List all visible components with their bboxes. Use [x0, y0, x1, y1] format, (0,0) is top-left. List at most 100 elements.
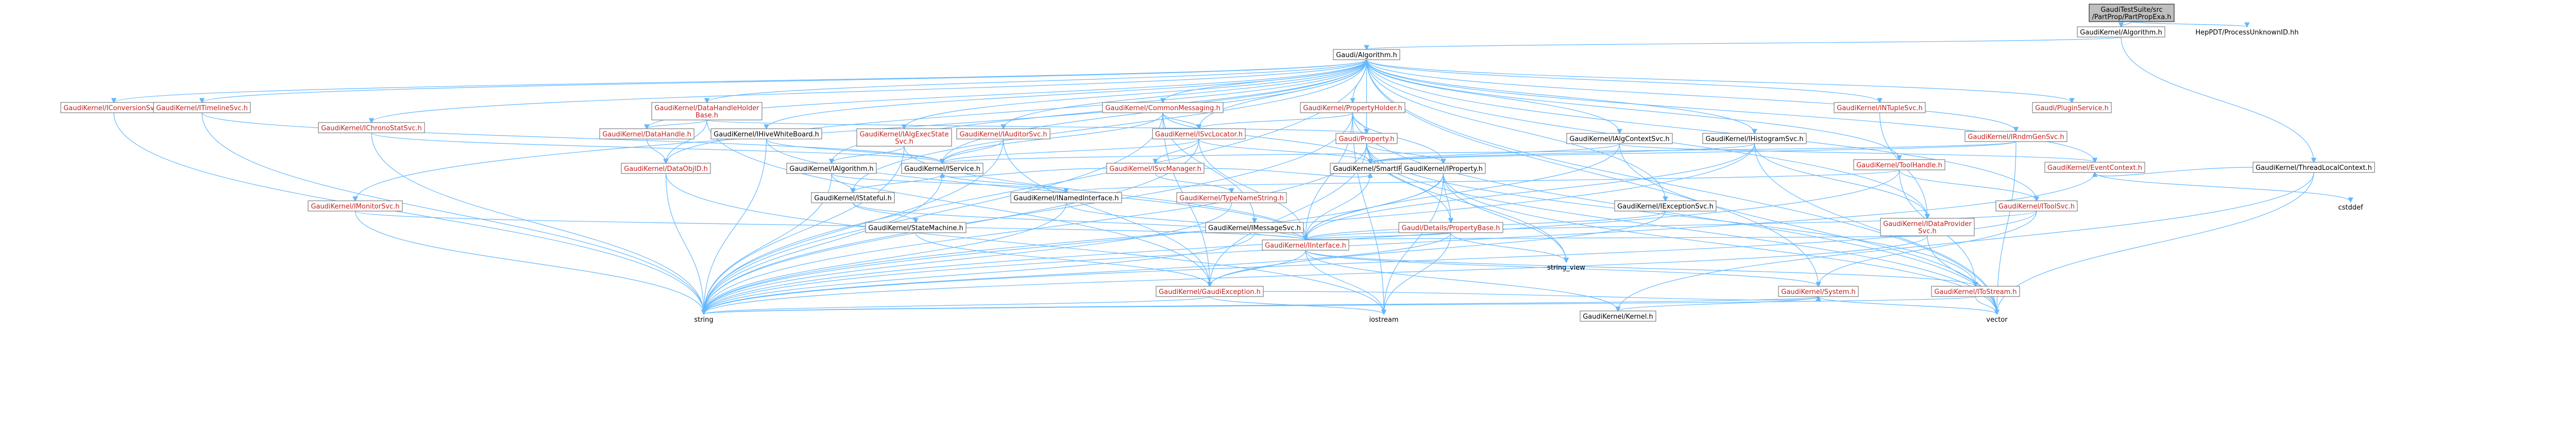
edge-imsg-to-iinterface — [1254, 232, 1306, 240]
node-plugin[interactable]: Gaudi/PluginService.h — [2032, 102, 2112, 113]
node-intuple[interactable]: GaudiKernel/INTupleSvc.h — [1834, 102, 1926, 113]
node-datahandle[interactable]: GaudiKernel/DataHandle.h — [599, 128, 694, 140]
node-itimeline[interactable]: GaudiKernel/ITimelineSvc.h — [153, 102, 251, 113]
edge — [1997, 141, 2016, 314]
edge — [1370, 143, 1755, 163]
node-string: string — [694, 316, 713, 324]
edge-irndm-to-iservice — [942, 141, 2016, 163]
edge — [1254, 232, 1306, 240]
node-smartif[interactable]: GaudiKernel/SmartIF.h — [1330, 163, 1411, 174]
node-dataobjid[interactable]: GaudiKernel/DataObjID.h — [621, 163, 711, 174]
node-label: GaudiKernel/INTupleSvc.h — [1837, 105, 1922, 112]
edge — [1366, 59, 2095, 162]
edge — [1370, 141, 2016, 163]
node-iac[interactable]: GaudiKernel/IAlgContextSvc.h — [1566, 133, 1673, 144]
edge-ihist-to-smartif — [1370, 143, 1755, 163]
node-label: Gaudi/Details/PropertyBase.h — [1401, 224, 1500, 232]
node-ihist[interactable]: GaudiKernel/IHistogramSvc.h — [1702, 133, 1807, 144]
edge-inamed-to-string — [704, 202, 1067, 314]
node-iaud[interactable]: GaudiKernel/IAuditorSvc.h — [956, 128, 1050, 140]
node-cm[interactable]: GaudiKernel/CommonMessaging.h — [1102, 102, 1224, 113]
edge — [1619, 143, 1997, 314]
node-ialgorithm[interactable]: GaudiKernel/IAlgorithm.h — [786, 163, 877, 174]
node-kernel[interactable]: GaudiKernel/Kernel.h — [1580, 310, 1656, 322]
node-isvcloc[interactable]: GaudiKernel/ISvcLocator.h — [1152, 128, 1246, 140]
node-label: /PartProp/PartPropExa.h — [2092, 13, 2171, 21]
node-box — [901, 163, 984, 174]
node-propbase[interactable]: Gaudi/Details/PropertyBase.h — [1398, 222, 1503, 233]
node-box — [318, 122, 425, 133]
node-iconv[interactable]: GaudiKernel/IConversionSvc.h — [60, 102, 167, 113]
edge — [706, 119, 1210, 286]
node-box — [1300, 102, 1405, 113]
node-box — [1853, 159, 1945, 170]
edge-iexception-to-gaudiexc — [1210, 211, 1666, 286]
node-imsg[interactable]: GaudiKernel/IMessageSvc.h — [1205, 222, 1304, 233]
node-root: GaudiTestSuite/src/PartProp/PartPropExa.… — [2089, 4, 2175, 22]
edge — [704, 296, 1976, 314]
edge-galg-to-iexception — [1366, 59, 1666, 201]
node-ph[interactable]: GaudiKernel/PropertyHolder.h — [1300, 102, 1405, 113]
edge — [1263, 291, 1819, 300]
edge — [1370, 143, 1620, 163]
node-ichrono[interactable]: GaudiKernel/IChronoStatSvc.h — [318, 122, 425, 133]
node-iexception[interactable]: GaudiKernel/IExceptionSvc.h — [1614, 200, 1717, 212]
node-ievctx[interactable]: GaudiKernel/EventContext.h — [2044, 162, 2145, 173]
node-box — [1106, 163, 1205, 174]
node-label: GaudiKernel/IDataProvider — [1883, 220, 1972, 228]
node-system[interactable]: GaudiKernel/System.h — [1778, 286, 1859, 297]
node-galg[interactable]: Gaudi/Algorithm.h — [1333, 49, 1400, 60]
node-statemach[interactable]: GaudiKernel/StateMachine.h — [865, 222, 967, 233]
edge — [2094, 172, 2351, 202]
node-itoolh[interactable]: GaudiKernel/ToolHandle.h — [1853, 159, 1945, 170]
node-istream[interactable]: GaudiKernel/IToStream.h — [1931, 286, 2020, 297]
node-label: GaudiKernel/EventContext.h — [2047, 164, 2142, 172]
edge-propbase-to-iostream — [1384, 232, 1451, 314]
edge — [113, 112, 704, 314]
edge — [904, 59, 1367, 129]
edge — [647, 119, 707, 129]
node-iproperty[interactable]: GaudiKernel/IProperty.h — [1401, 163, 1486, 174]
edge — [704, 202, 1067, 314]
edge-iproperty-to-iostream — [1384, 173, 1444, 314]
edge — [1306, 211, 2037, 240]
edge — [1366, 143, 1567, 262]
node-istateful[interactable]: GaudiKernel/IStateful.h — [811, 192, 895, 203]
node-label: GaudiKernel/Algorithm.h — [2080, 29, 2162, 37]
edge-isvcloc-to-iservice — [942, 138, 1199, 163]
edge — [704, 112, 1163, 314]
edge — [1306, 143, 1755, 240]
edge-itimeline-to-string — [201, 112, 704, 314]
node-itypename[interactable]: GaudiKernel/TypeNameString.h — [1176, 192, 1287, 203]
dependency-edges — [113, 21, 2351, 314]
edge-itoolsvc-to-system — [1819, 211, 2037, 286]
node-box — [651, 102, 762, 120]
node-box — [956, 128, 1050, 140]
edge-threadlc-to-ievctx — [2095, 167, 2253, 176]
node-threadlc[interactable]: GaudiKernel/ThreadLocalContext.h — [2252, 162, 2375, 173]
edge — [853, 59, 1367, 193]
node-alg_h[interactable]: GaudiKernel/Algorithm.h — [2077, 26, 2165, 38]
edge-threadlc-to-kernel — [1618, 172, 2314, 311]
edge — [666, 119, 707, 163]
edge-dhh-to-dataobjid — [666, 119, 707, 163]
node-inamed[interactable]: GaudiKernel/INamedInterface.h — [1010, 192, 1122, 203]
node-iservice[interactable]: GaudiKernel/IService.h — [901, 163, 984, 174]
node-gaudiexc[interactable]: GaudiKernel/GaudiException.h — [1156, 286, 1264, 297]
node-irndm[interactable]: GaudiKernel/IRndmGenSvc.h — [1964, 131, 2067, 142]
node-imonitor[interactable]: GaudiKernel/IMonitorSvc.h — [308, 200, 403, 212]
edge — [1305, 250, 1618, 311]
node-box — [1702, 133, 1807, 144]
node-iinterface[interactable]: GaudiKernel/IInterface.h — [1262, 239, 1349, 251]
node-isvcmgr[interactable]: GaudiKernel/ISvcManager.h — [1106, 163, 1205, 174]
header-nodes: GaudiTestSuite/src/PartProp/PartPropExa.… — [60, 4, 2375, 324]
node-itoolsvc[interactable]: GaudiKernel/IToolSvc.h — [1995, 200, 2078, 212]
edge — [371, 132, 704, 314]
edge — [371, 59, 1367, 123]
edge-isvcloc-to-isvcmgr — [1156, 138, 1199, 163]
node-gprop[interactable]: Gaudi/Property.h — [1335, 133, 1398, 144]
node-iwb[interactable]: GaudiKernel/IHiveWhiteBoard.h — [710, 128, 822, 140]
